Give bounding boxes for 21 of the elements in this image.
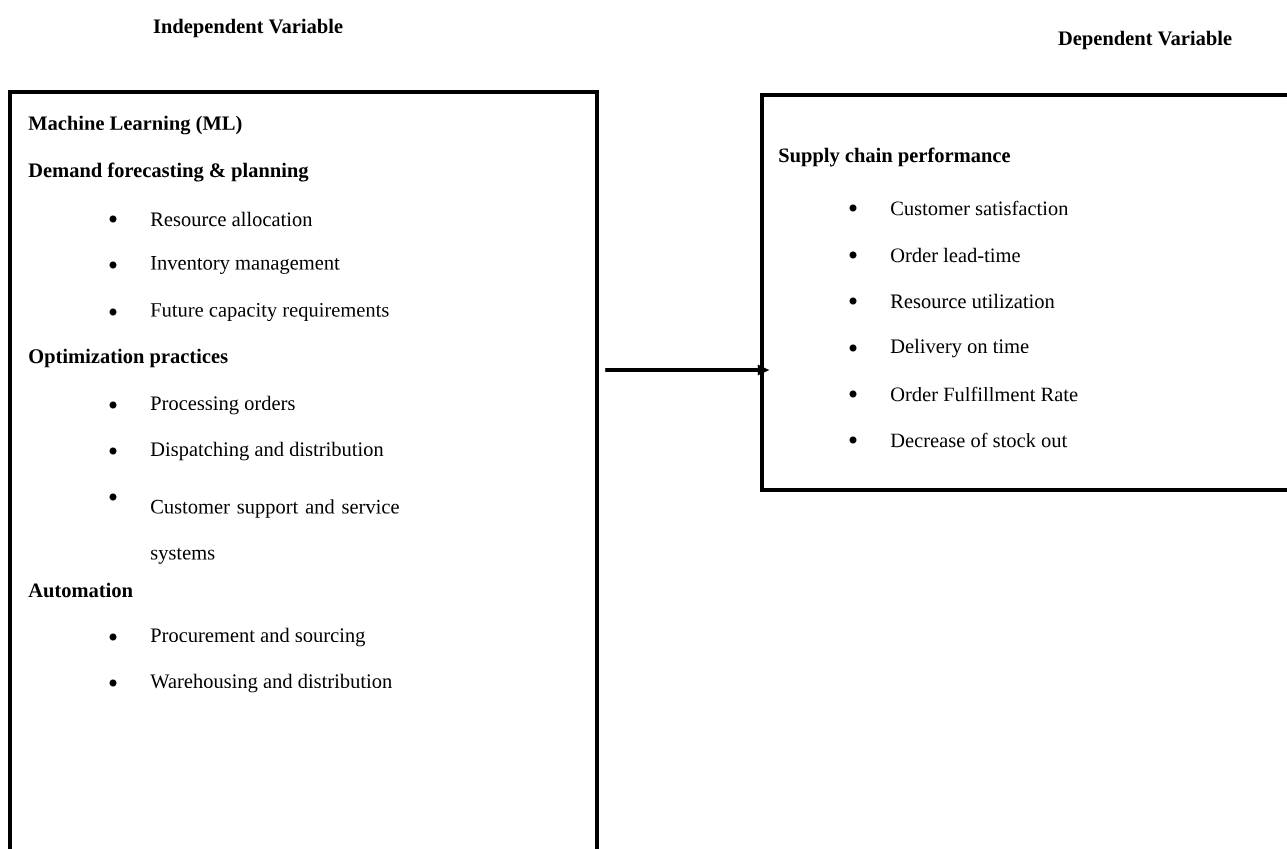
section-heading: Supply chain performance (779, 147, 1010, 167)
bullet-item: Decrease of stock out (849, 432, 1068, 448)
section-heading: Automation (28, 582, 133, 598)
bullet-item: Dispatching and distribution (109, 441, 384, 461)
section-heading: Optimization practices (29, 348, 228, 368)
bullet-item: Customer support and service systems (109, 493, 399, 564)
bullet-item: Customer satisfaction (849, 200, 1069, 216)
bullet-item: Future capacity requirements (109, 303, 389, 321)
bullet-item: Procurement and sourcing (109, 627, 366, 647)
bullet-item: Delivery on time (849, 338, 1029, 358)
bullet-item: Warehousing and distribution (109, 673, 392, 693)
bullet-item: Resource utilization (849, 293, 1055, 309)
bullet-item: Order Fulfillment Rate (849, 386, 1078, 402)
bullet-item: Order lead-time (849, 247, 1020, 263)
bullet-item: Resource allocation (109, 211, 313, 227)
heading: Independent Variable (153, 18, 343, 38)
bullet-item: Inventory management (109, 256, 340, 274)
heading: Dependent Variable (1058, 30, 1232, 50)
section-heading: Demand forecasting & planning (28, 162, 309, 182)
section-heading: Machine Learning (ML) (28, 115, 242, 135)
bullet-item: Processing orders (109, 395, 295, 415)
